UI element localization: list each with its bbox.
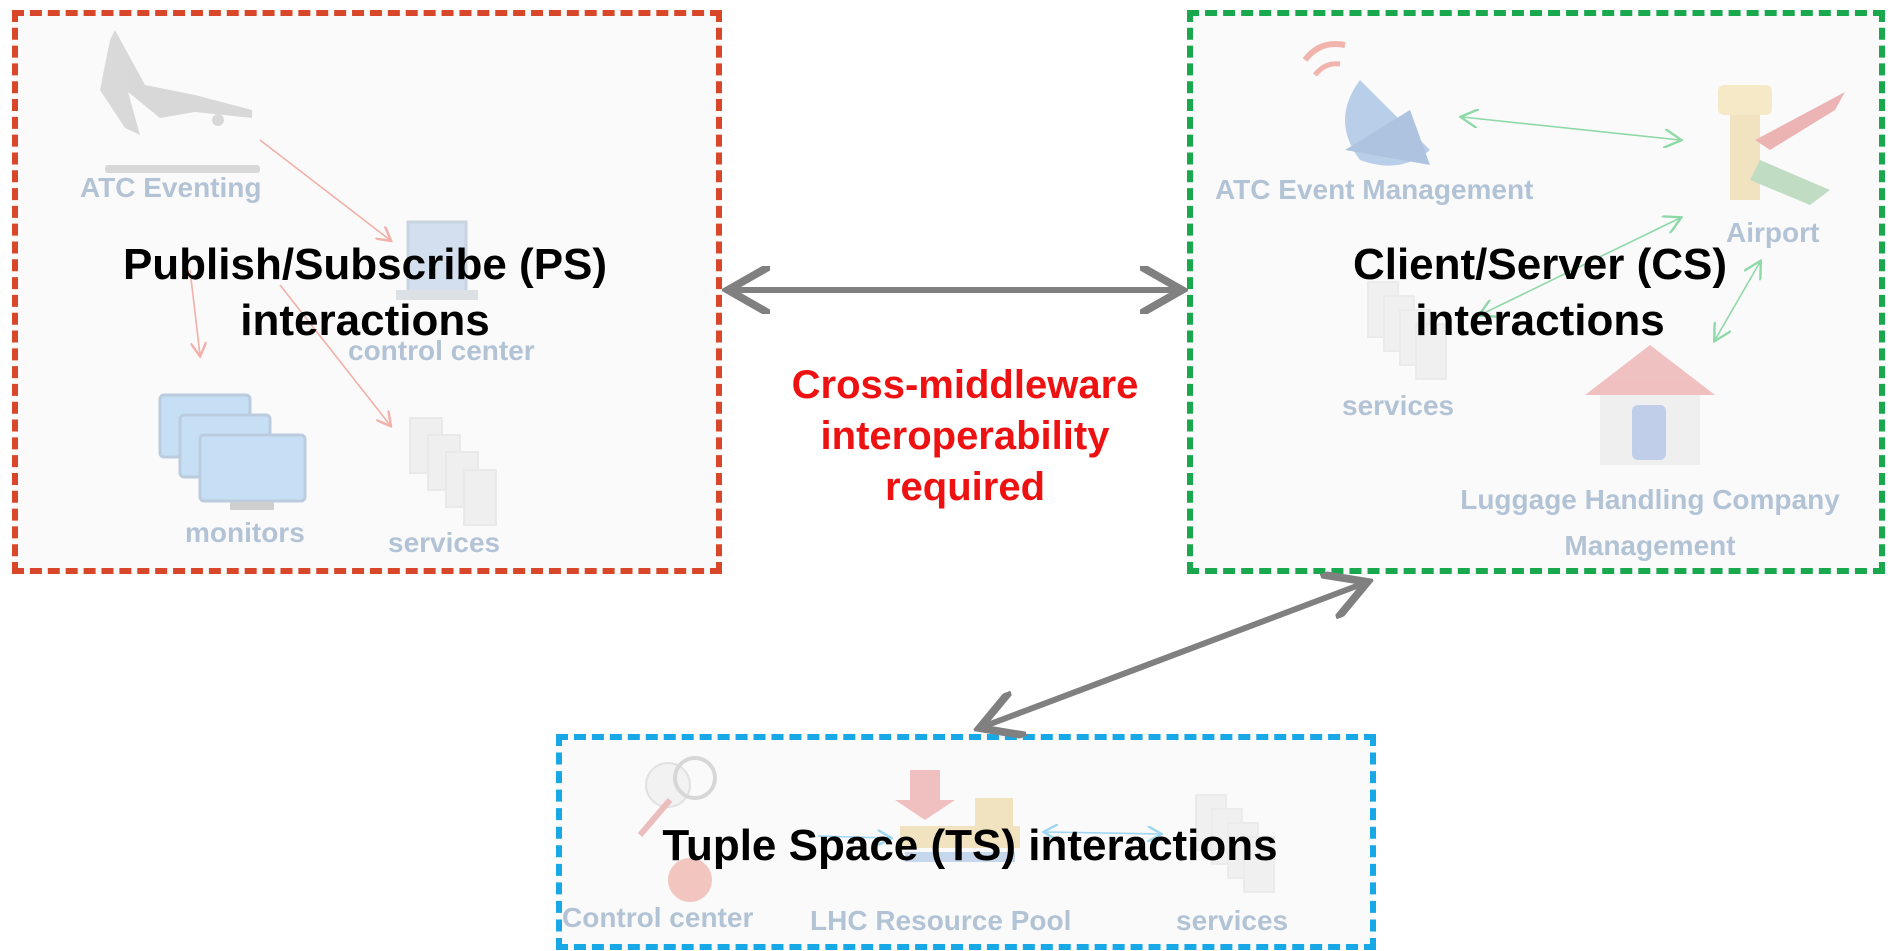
- note-line1: Cross-middleware: [791, 363, 1139, 407]
- ps-services-label: services: [388, 527, 501, 558]
- services-icon: [1195, 794, 1275, 893]
- person-magnifier-icon: [637, 756, 717, 902]
- house-luggage-icon: [1585, 345, 1715, 465]
- ps-arrow-to-control: [259, 139, 390, 240]
- cs-arrow-atc-airport: [1462, 117, 1680, 140]
- ps-title: Publish/Subscribe (PS) interactions: [80, 237, 650, 349]
- luggage-handling-label-line2: Management: [1564, 530, 1736, 561]
- interoperability-note: Cross-middleware interoperability requir…: [755, 360, 1175, 513]
- atc-eventing-label: ATC Eventing: [80, 172, 262, 203]
- cs-title: Client/Server (CS) interactions: [1305, 237, 1775, 349]
- luggage-handling-label-line1: Luggage Handling Company: [1460, 484, 1840, 515]
- airplane-landing-icon: [100, 30, 260, 173]
- ts-control-center-label: Control center: [562, 902, 754, 933]
- atc-event-management-label: ATC Event Management: [1215, 174, 1534, 205]
- resource-pool-label: LHC Resource Pool: [810, 905, 1072, 936]
- note-line2: interoperability: [820, 414, 1110, 458]
- cs-title-line1: Client/Server (CS): [1352, 240, 1728, 289]
- cs-ts-connector-arrow: [985, 584, 1362, 726]
- cs-title-line2: interactions: [1415, 296, 1665, 345]
- note-line3: required: [884, 465, 1046, 509]
- airport-label: Airport: [1726, 217, 1820, 248]
- resource-pool-icon: [895, 770, 1020, 862]
- ps-arrow-to-monitors: [189, 269, 200, 355]
- ps-title-line1: Publish/Subscribe (PS): [122, 240, 608, 289]
- airport-tower-icon: [1718, 85, 1845, 205]
- ps-title-line2: interactions: [240, 296, 490, 345]
- ts-services-label: services: [1176, 905, 1289, 936]
- services-icon: [409, 417, 497, 526]
- control-center-icon: [396, 220, 478, 300]
- cs-services-label: services: [1342, 390, 1455, 421]
- monitors-label: monitors: [185, 517, 305, 548]
- ts-arrow-control-pool: [817, 836, 890, 838]
- ps-panel: [12, 10, 722, 574]
- monitors-icon: [158, 393, 307, 510]
- ts-panel: [556, 734, 1376, 950]
- services-icon: [1367, 281, 1447, 380]
- ts-title: Tuple Space (TS) interactions: [662, 821, 1278, 870]
- ps-arrow-to-services: [279, 284, 390, 425]
- control-center-label: control center: [348, 335, 535, 366]
- satellite-dish-icon: [1302, 41, 1430, 166]
- ts-arrow-pool-services: [1045, 832, 1160, 834]
- cs-arrow-services-airport: [1480, 218, 1680, 315]
- cs-arrow-luggage-airport: [1715, 262, 1760, 340]
